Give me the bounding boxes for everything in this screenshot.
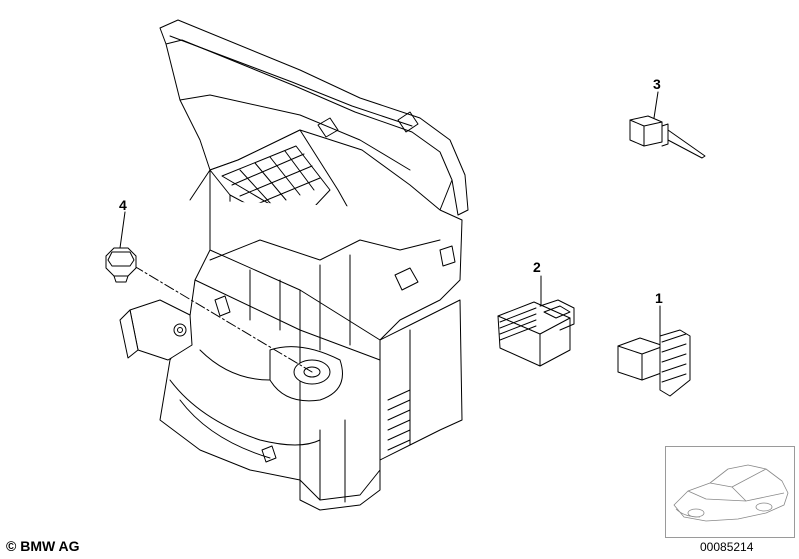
copyright-text: © BMW AG bbox=[6, 538, 80, 554]
part-2-blower-resistor bbox=[497, 275, 575, 367]
callout-2: 2 bbox=[533, 259, 541, 275]
car-outline-icon bbox=[673, 464, 789, 522]
part-3-temperature-sensor bbox=[629, 91, 706, 159]
callout-3: 3 bbox=[653, 76, 661, 92]
vehicle-thumbnail bbox=[665, 446, 795, 538]
callout-1: 1 bbox=[655, 290, 663, 306]
callout-4: 4 bbox=[119, 197, 127, 213]
heater-housing-assembly bbox=[119, 19, 469, 511]
part-1-blower-regulator bbox=[617, 305, 691, 397]
part-4-sensor bbox=[105, 211, 137, 283]
document-number: 00085214 bbox=[700, 540, 754, 554]
assembly-line-4 bbox=[133, 265, 313, 373]
